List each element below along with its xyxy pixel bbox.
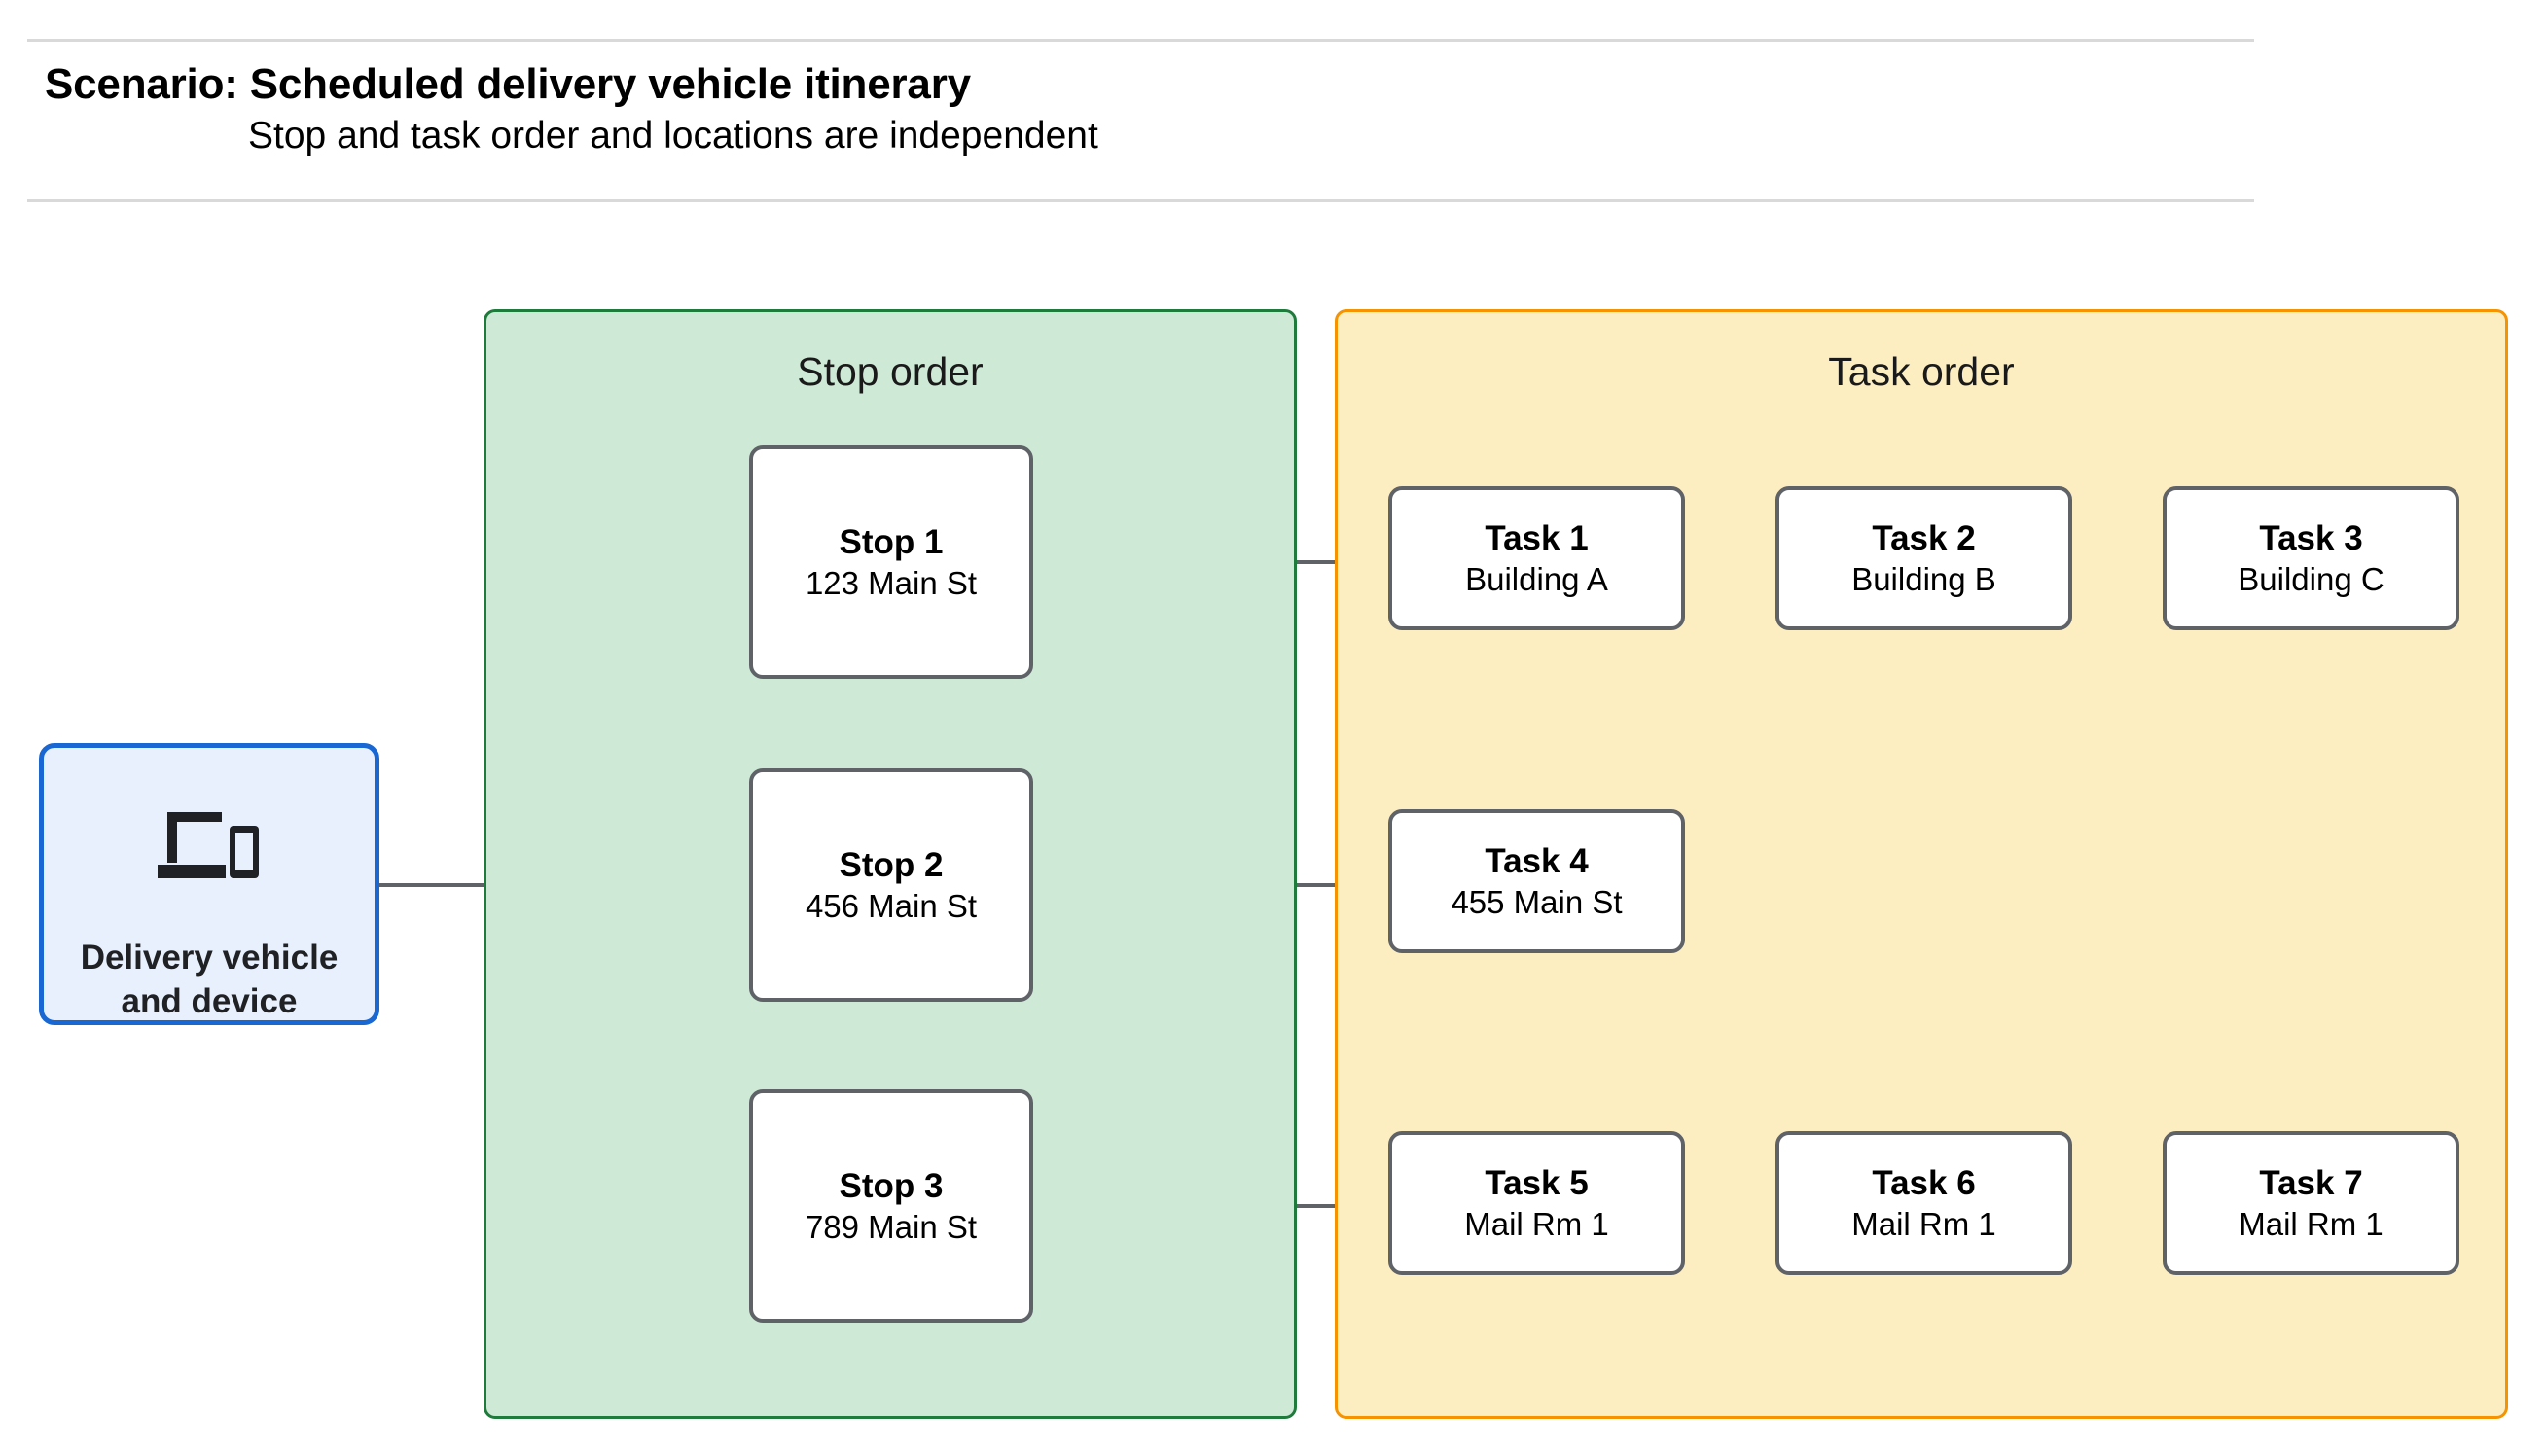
task-node-5-title: Task 5 [1485,1163,1589,1202]
delivery-vehicle-and-device-node[interactable]: Delivery vehicle and device [39,743,379,1025]
stop-node-1[interactable]: Stop 1 123 Main St [749,445,1033,679]
task-node-6[interactable]: Task 6 Mail Rm 1 [1775,1131,2072,1275]
stop-node-2-address: 456 Main St [805,887,978,924]
stop-node-3-address: 789 Main St [805,1208,978,1245]
stop-node-3-title: Stop 3 [839,1166,944,1205]
task-node-7[interactable]: Task 7 Mail Rm 1 [2163,1131,2459,1275]
task-node-4-title: Task 4 [1485,841,1589,880]
task-node-7-location: Mail Rm 1 [2239,1205,2384,1242]
task-node-1-location: Building A [1465,560,1608,597]
task-node-1[interactable]: Task 1 Building A [1388,486,1685,630]
task-node-2-title: Task 2 [1872,518,1976,557]
header-rule-top [27,39,2254,42]
page-subtitle: Stop and task order and locations are in… [248,115,1098,157]
device-node-label-line-2: and device [121,981,298,1020]
task-node-7-title: Task 7 [2259,1163,2363,1202]
page-title: Scenario: Scheduled delivery vehicle iti… [45,60,971,108]
task-node-1-title: Task 1 [1485,518,1589,557]
task-node-2[interactable]: Task 2 Building B [1775,486,2072,630]
task-node-2-location: Building B [1851,560,1996,597]
task-node-4-location: 455 Main St [1451,883,1623,920]
header-rule-bottom [27,199,2254,202]
stop-node-2[interactable]: Stop 2 456 Main St [749,768,1033,1002]
stop-node-2-title: Stop 2 [839,845,944,884]
stop-node-1-title: Stop 1 [839,522,944,561]
task-node-6-location: Mail Rm 1 [1851,1205,1996,1242]
connector-device-to-trunk [379,883,555,887]
stop-node-1-address: 123 Main St [805,564,978,601]
device-node-label: Delivery vehicle and device [81,937,339,1024]
task-order-panel-title: Task order [1828,349,2015,394]
stop-node-3[interactable]: Stop 3 789 Main St [749,1089,1033,1323]
device-node-label-line-1: Delivery vehicle [80,939,339,977]
task-node-3[interactable]: Task 3 Building C [2163,486,2459,630]
devices-icon [156,804,263,888]
task-node-5[interactable]: Task 5 Mail Rm 1 [1388,1131,1685,1275]
task-node-5-location: Mail Rm 1 [1464,1205,1609,1242]
task-node-4[interactable]: Task 4 455 Main St [1388,809,1685,953]
task-node-6-title: Task 6 [1872,1163,1976,1202]
stop-order-panel-title: Stop order [797,349,984,394]
task-node-3-title: Task 3 [2259,518,2363,557]
task-node-3-location: Building C [2238,560,2385,597]
